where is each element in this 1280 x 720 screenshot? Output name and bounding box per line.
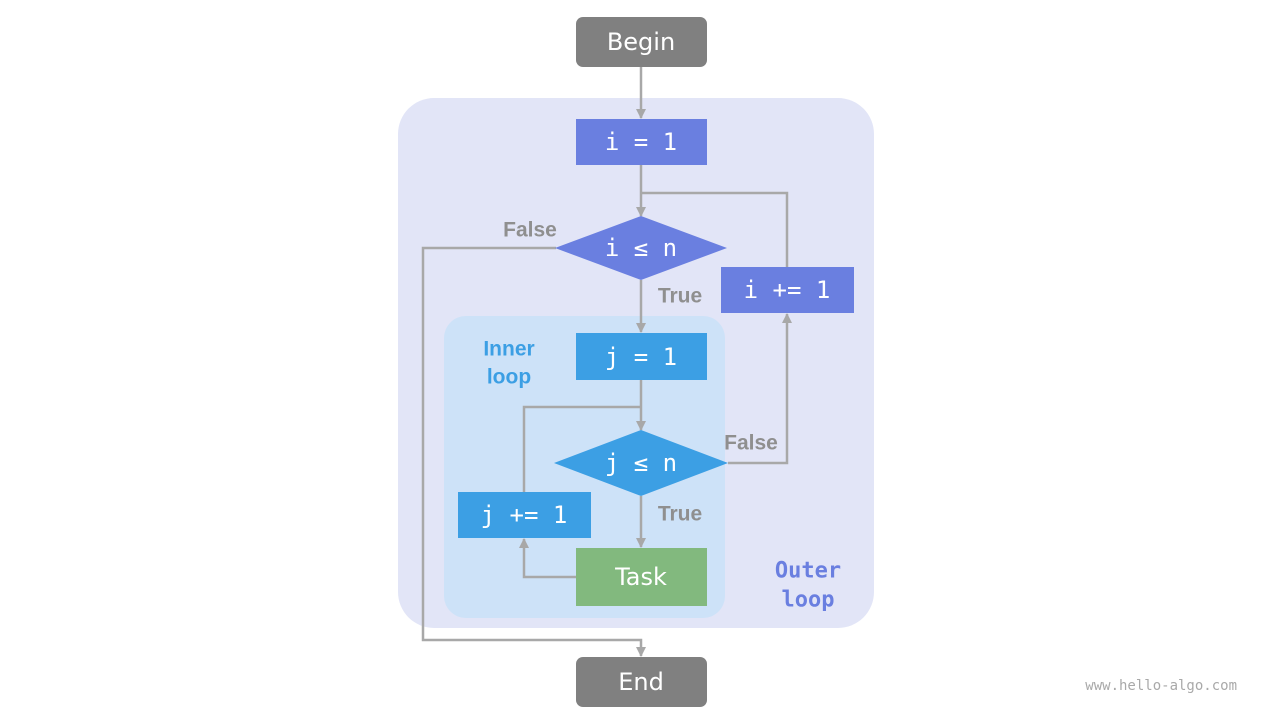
watermark-text: www.hello-algo.com	[1085, 678, 1237, 694]
j-cond-node: j ≤ n	[554, 430, 728, 496]
i-incr-label: i += 1	[744, 276, 831, 304]
i-init-node: i = 1	[576, 119, 707, 165]
outer-loop-label-line2: loop	[782, 588, 835, 613]
edge-i-incr-back-to-i-cond	[641, 191, 789, 267]
outer-false-label: False	[503, 219, 557, 242]
end-label: End	[618, 668, 664, 696]
inner-loop-label-line2: loop	[487, 366, 531, 389]
i-init-label: i = 1	[605, 128, 677, 156]
i-cond-label: i ≤ n	[605, 234, 677, 262]
task-node: Task	[576, 548, 707, 606]
inner-true-label: True	[658, 503, 702, 526]
edge-i-cond-false-to-end	[421, 246, 646, 657]
j-init-label: j = 1	[605, 343, 677, 371]
outer-true-label: True	[658, 285, 702, 308]
j-incr-label: j += 1	[481, 501, 568, 529]
end-node: End	[576, 657, 707, 707]
i-incr-node: i += 1	[721, 267, 854, 313]
j-init-node: j = 1	[576, 333, 707, 380]
outer-loop-label-line1: Outer	[775, 559, 841, 584]
begin-node: Begin	[576, 17, 707, 67]
j-incr-node: j += 1	[458, 492, 591, 538]
j-cond-label: j ≤ n	[605, 449, 677, 477]
begin-label: Begin	[607, 28, 675, 56]
edge-j-incr-back-to-j-cond	[522, 405, 641, 492]
edge-j-cond-false-to-i-incr	[728, 313, 792, 465]
edge-task-to-j-incr	[519, 538, 576, 579]
inner-loop-label-line1: Inner	[483, 338, 534, 361]
task-label: Task	[614, 563, 667, 591]
inner-false-label: False	[724, 432, 778, 455]
i-cond-node: i ≤ n	[555, 216, 727, 280]
